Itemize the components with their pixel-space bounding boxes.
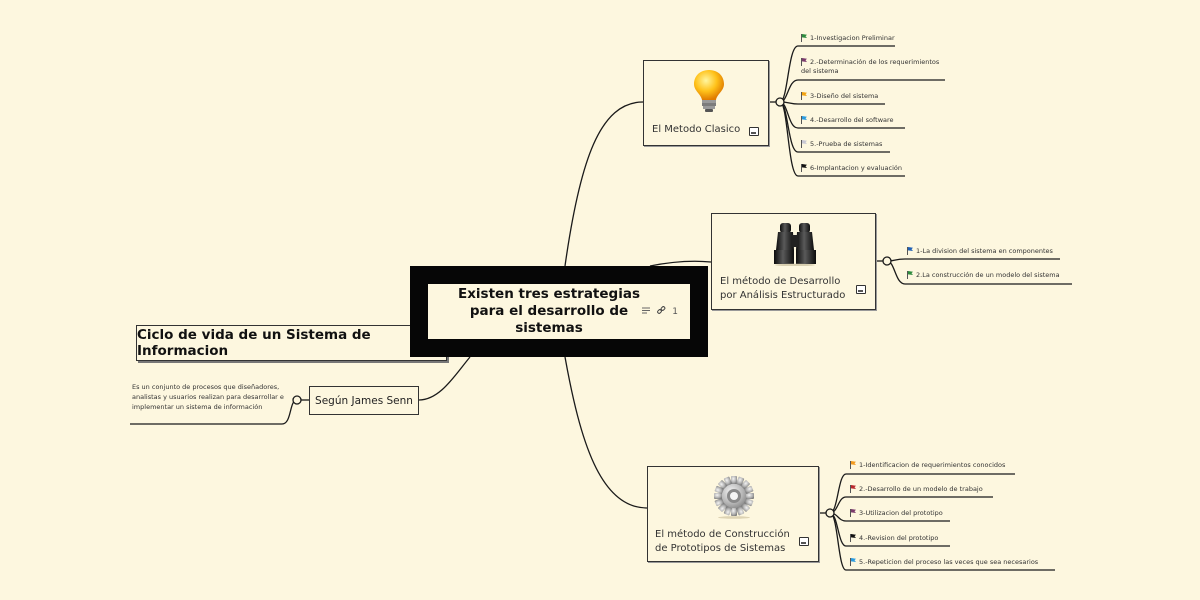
- subtopic-item[interactable]: 5.-Repeticion del proceso las veces que …: [850, 558, 1038, 567]
- flag-blue-icon: [907, 247, 913, 255]
- image-icon[interactable]: [856, 285, 866, 294]
- flag-black-icon: [801, 164, 807, 172]
- topic-label: Según James Senn: [315, 394, 413, 407]
- subtopic-item[interactable]: 1-La division del sistema en componentes: [907, 247, 1053, 256]
- flag-black-icon: [850, 534, 856, 542]
- topic-construccion-prototipos[interactable]: El método de Construcción de Prototipos …: [647, 466, 819, 562]
- map-title: Ciclo de vida de un Sistema de Informaci…: [137, 327, 371, 359]
- subtopic-item[interactable]: 6-Implantacion y evaluación: [801, 164, 902, 173]
- senn-note[interactable]: Es un conjunto de procesos que diseñador…: [132, 383, 284, 411]
- lightbulb-icon: [694, 70, 724, 112]
- subtopic-item[interactable]: 5.-Prueba de sistemas: [801, 140, 882, 149]
- flag-green-icon: [801, 34, 807, 42]
- subtopic-item[interactable]: 4.-Desarrollo del software: [801, 116, 894, 125]
- root-title: Existen tres estrategias para el desarro…: [458, 286, 640, 336]
- topic-james-senn[interactable]: Según James Senn: [309, 386, 419, 415]
- root-topic-inner: Existen tres estrategias para el desarro…: [428, 284, 690, 339]
- flag-purple-icon: [850, 509, 856, 517]
- link-icon[interactable]: [657, 306, 666, 318]
- root-topic[interactable]: Existen tres estrategias para el desarro…: [410, 266, 708, 357]
- flag-blue-icon: [850, 558, 856, 566]
- gear-icon: [714, 476, 754, 519]
- topic-label: El método de Construcción de Prototipos …: [655, 529, 790, 554]
- subtopic-item[interactable]: 3-Diseño del sistema: [801, 92, 878, 101]
- topic-analisis-estructurado[interactable]: El método de Desarrollo por Análisis Est…: [711, 213, 876, 310]
- notes-icon[interactable]: [642, 307, 651, 318]
- subtopic-item[interactable]: 1-Identificacion de requerimientos conoc…: [850, 461, 1005, 470]
- subtopic-item[interactable]: 2.-Desarrollo de un modelo de trabajo: [850, 485, 983, 494]
- link-count: 1: [672, 307, 678, 317]
- topic-label: El Metodo Clasico: [652, 124, 741, 135]
- image-icon[interactable]: [749, 127, 759, 136]
- binoculars-icon: [774, 223, 816, 266]
- subtopic-item[interactable]: 1-Investigacion Preliminar: [801, 34, 895, 43]
- subtopic-item[interactable]: 2.-Determinación de los requerimientos d…: [801, 58, 940, 75]
- subtopic-item[interactable]: 2.La construcción de un modelo del siste…: [907, 271, 1060, 280]
- map-title-box[interactable]: Ciclo de vida de un Sistema de Informaci…: [136, 325, 447, 361]
- flag-purple-icon: [801, 58, 807, 66]
- topic-label: El método de Desarrollo por Análisis Est…: [720, 276, 846, 301]
- subtopic-item[interactable]: 3-Utilizacion del prototipo: [850, 509, 943, 518]
- flag-white-icon: [801, 140, 807, 148]
- flag-blue-icon: [801, 116, 807, 124]
- flag-orange-icon: [850, 461, 856, 469]
- flag-orange-icon: [801, 92, 807, 100]
- image-icon[interactable]: [799, 537, 809, 546]
- flag-green-icon: [907, 271, 913, 279]
- subtopic-item[interactable]: 4.-Revision del prototipo: [850, 534, 938, 543]
- flag-red-icon: [850, 485, 856, 493]
- root-icons: 1: [642, 306, 678, 318]
- topic-metodo-clasico[interactable]: El Metodo Clasico: [643, 60, 769, 146]
